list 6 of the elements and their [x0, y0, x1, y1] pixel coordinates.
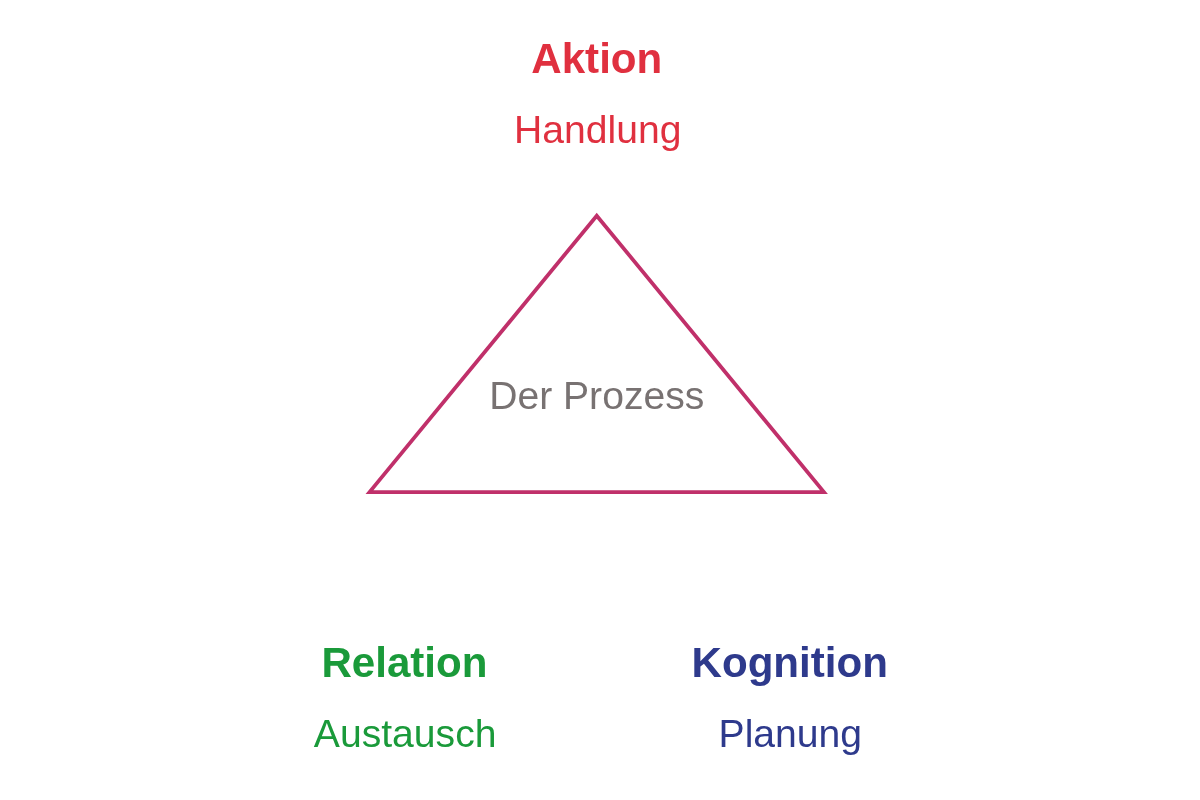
label: Aktion	[530, 35, 662, 83]
label: Planung	[718, 711, 862, 755]
label: Relation	[320, 638, 488, 686]
label: Handlung	[513, 108, 681, 152]
label: Kognition	[691, 638, 888, 686]
label: Austausch	[313, 711, 496, 755]
